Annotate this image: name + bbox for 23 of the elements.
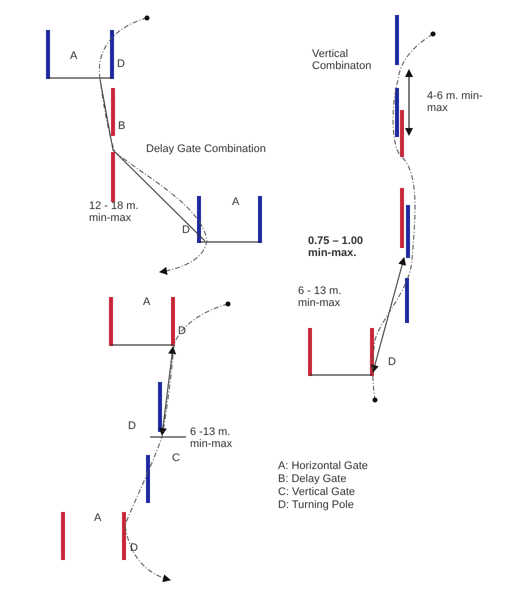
legend-entry: C: Vertical Gate (278, 486, 356, 498)
distance-label: 6 - 13 m. min-max (298, 285, 342, 309)
gate-letter: D (128, 420, 136, 432)
gate-letter: A (143, 296, 150, 308)
gate-letter: C (172, 452, 180, 464)
gate-letter: D (130, 542, 138, 554)
gate-letter: B (118, 120, 126, 132)
gate-letter: A (232, 196, 240, 208)
legend-entry: B: Delay Gate (278, 473, 346, 485)
gate-letter: D (388, 356, 396, 368)
combination-title: Vertical Combinaton (312, 48, 372, 72)
distance-label: 6 -13 m. min-max (190, 426, 234, 450)
distance-label: 0.75 – 1.00 min-max. (308, 235, 364, 259)
legend-entry: D: Turning Pole (278, 499, 354, 511)
legend-entry: A: Horizontal Gate (278, 460, 368, 472)
gate-letter: D (117, 58, 125, 70)
distance-label: 12 - 18 m. min-max (89, 200, 140, 224)
gate-letter: A (94, 512, 102, 524)
distance-label: 4-6 m. min-max (427, 90, 484, 114)
combination-title: Delay Gate Combination (146, 143, 267, 155)
gate-letter: D (182, 224, 190, 236)
gate-letter: D (178, 325, 186, 337)
gate-letter: A (70, 50, 78, 62)
